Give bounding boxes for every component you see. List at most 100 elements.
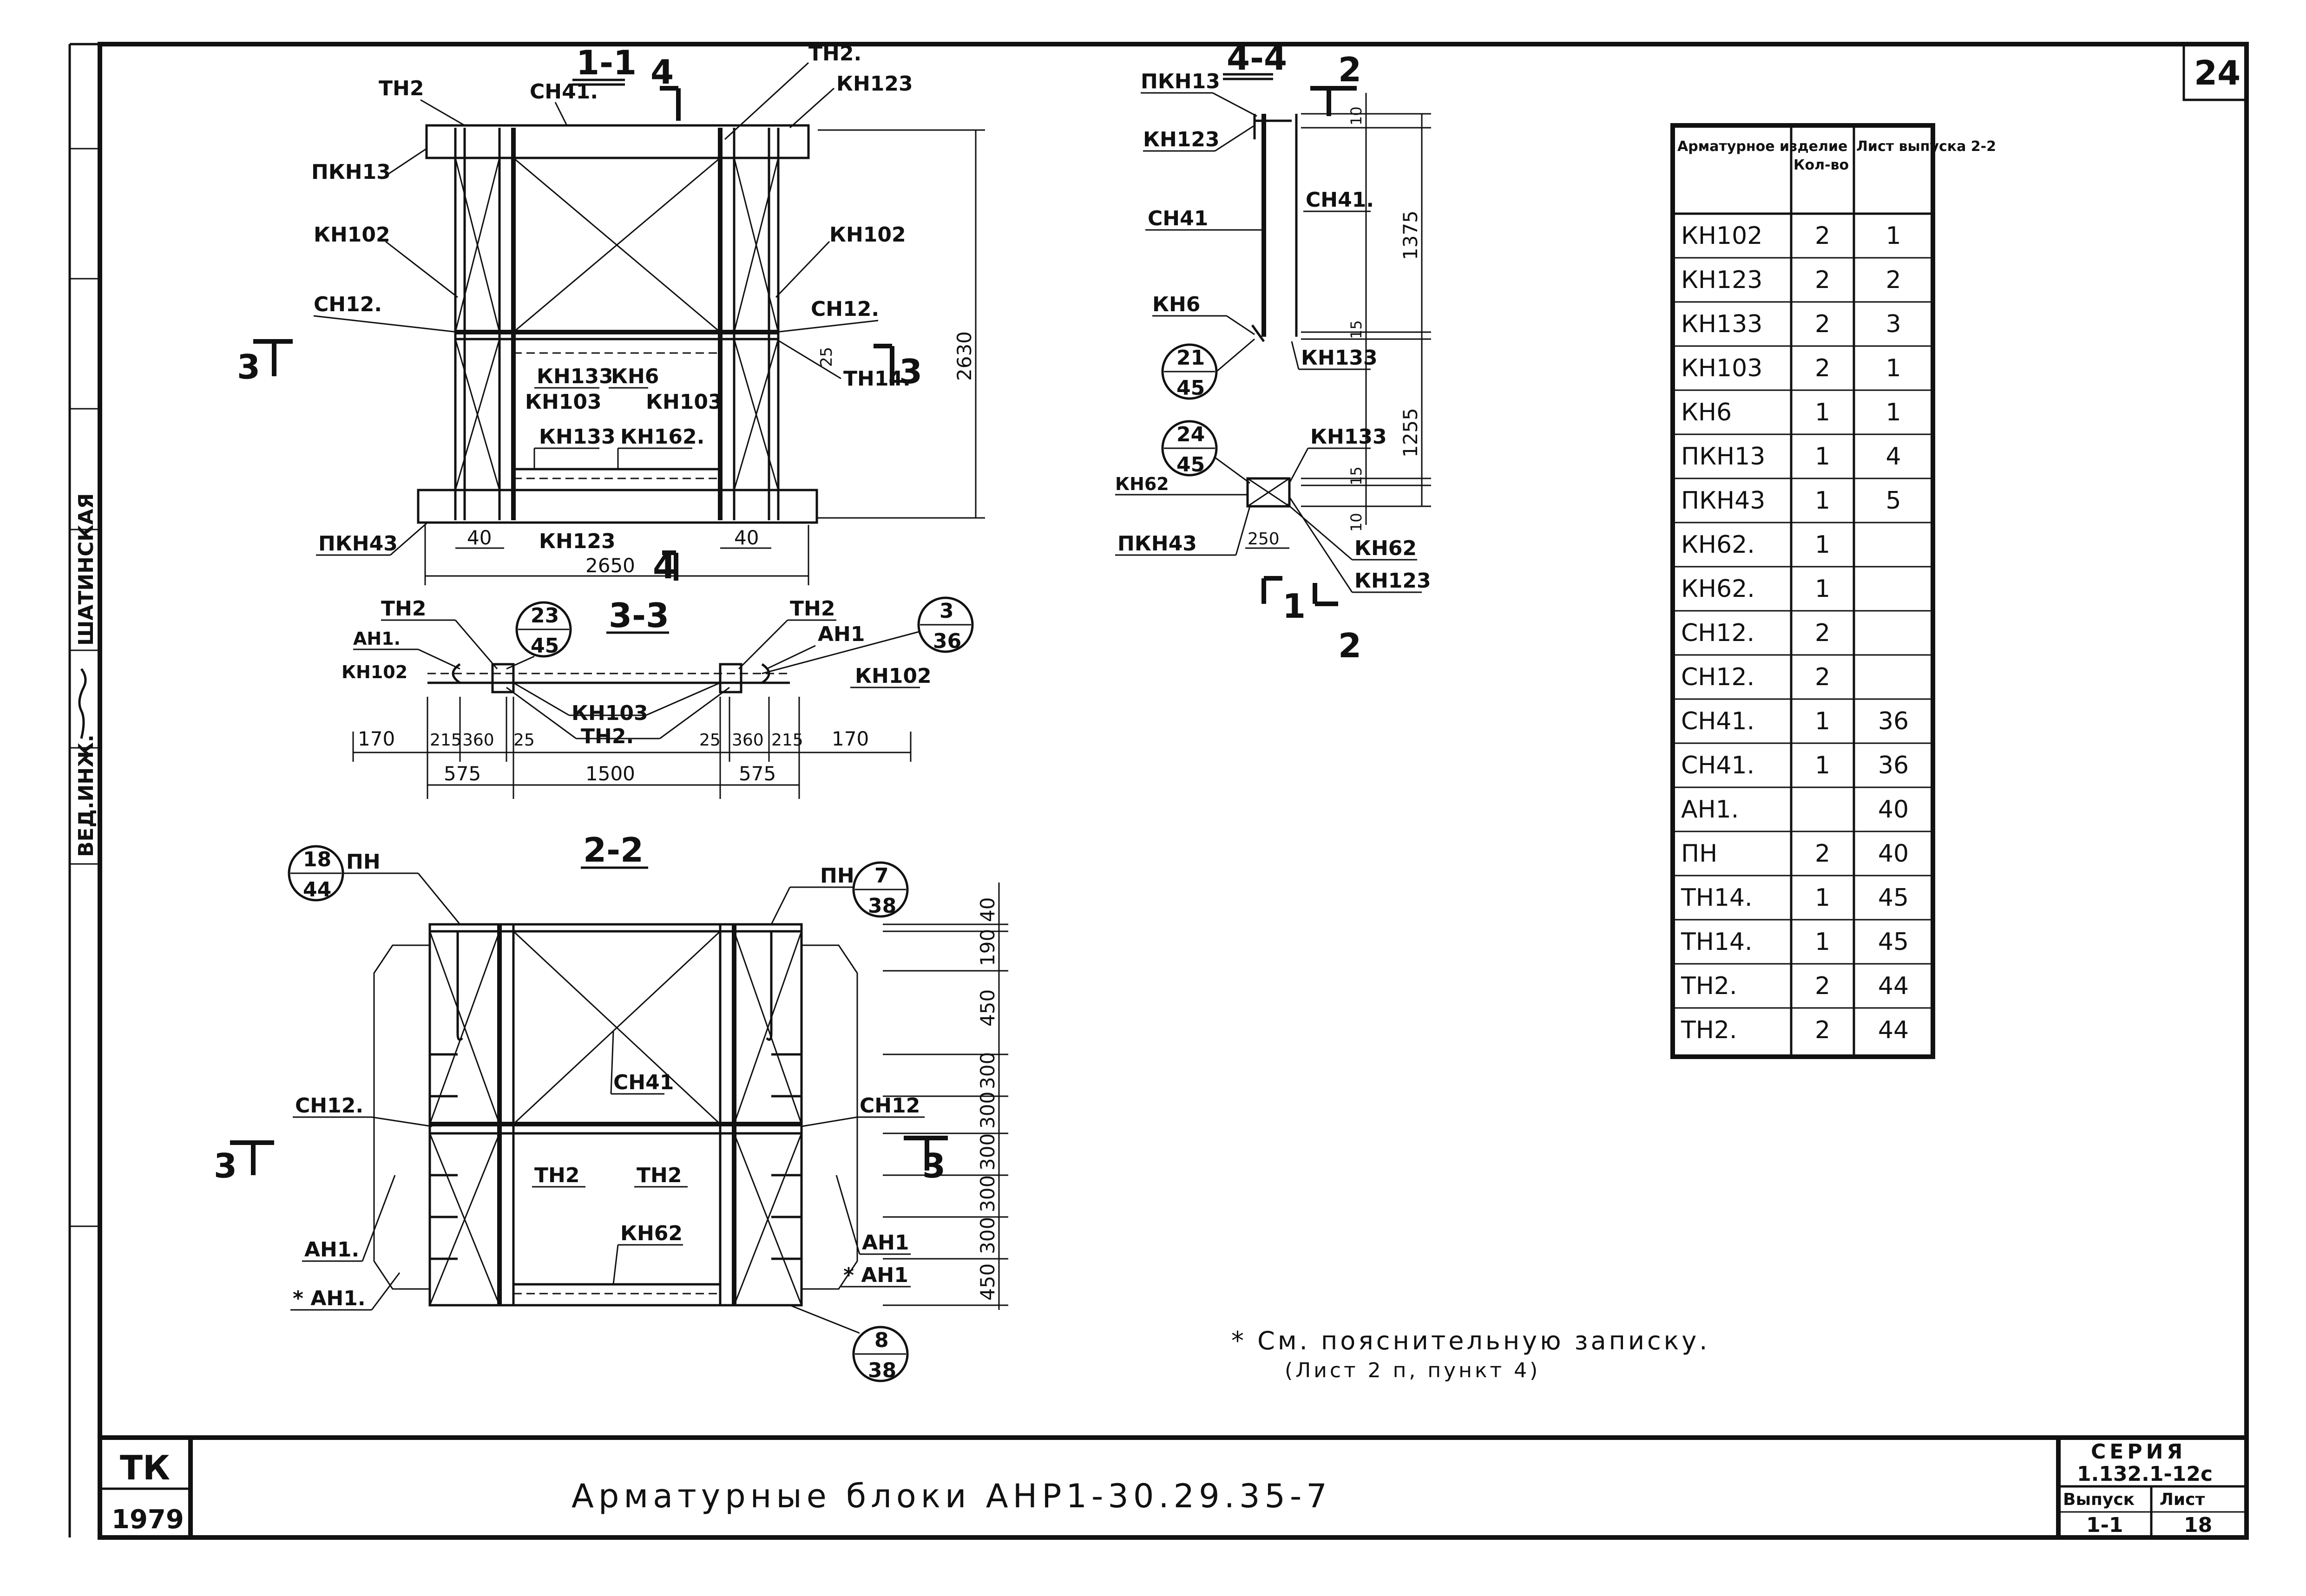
s33-dim-2: 360 bbox=[462, 731, 494, 750]
s11-label-th14: ТН14. bbox=[843, 367, 911, 391]
s11-label-kh123-top: КН123 bbox=[836, 72, 913, 96]
s33-dim-3: 25 bbox=[513, 731, 535, 750]
side-stamp: ВЕД.ИНЖ. ШАТИНСКАЯ bbox=[74, 493, 98, 857]
s44-label-pkh43: ПКН43 bbox=[1117, 532, 1197, 556]
spec-cell-qty: 2 bbox=[1815, 972, 1830, 1000]
top-mesh-pkh13 bbox=[425, 124, 810, 159]
spec-cell-sheet: 36 bbox=[1878, 707, 1909, 735]
s11-cut-3-left: 3 bbox=[237, 347, 260, 386]
s22-callout-3-top: 8 bbox=[874, 1328, 889, 1352]
spec-cell-qty: 1 bbox=[1815, 707, 1830, 735]
spec-cell-item: ПН bbox=[1681, 840, 1717, 868]
spec-cell-qty: 2 bbox=[1815, 1016, 1830, 1044]
s33-label-ah1-left: АН1. bbox=[353, 628, 401, 649]
specification-table: Арматурное изделие Кол-во Лист выпуска 2… bbox=[1670, 123, 1996, 1059]
spec-cell-sheet: 44 bbox=[1878, 1016, 1909, 1044]
s33-dim-7: 170 bbox=[832, 727, 869, 750]
s33-label-kh102-left: КН102 bbox=[342, 662, 407, 682]
s22-label-ah1-left: АН1. bbox=[304, 1238, 359, 1262]
s22-cut-3-left: 3 bbox=[214, 1146, 237, 1185]
org-code: ТК bbox=[120, 1448, 170, 1487]
s44-cut-2-bottom: 2 bbox=[1338, 626, 1361, 665]
spec-cell-sheet: 36 bbox=[1878, 752, 1909, 779]
s44-cut-1: 1 bbox=[1282, 587, 1306, 626]
s22-dim-0: 40 bbox=[976, 897, 999, 922]
s33-dim-5: 360 bbox=[732, 731, 764, 750]
s33-callout-23-45 bbox=[515, 601, 572, 658]
s33-dim2-0: 575 bbox=[444, 762, 481, 785]
s33-label-th2-left: ТН2 bbox=[381, 597, 426, 621]
title-block: ТК 1979 Арматурные блоки АНР1-30.29.35-7… bbox=[100, 1435, 2247, 1537]
spec-cell-item: КН62. bbox=[1681, 575, 1755, 603]
s22-label-ph-right: ПН bbox=[820, 864, 854, 888]
s44-label-ch41-right: СН41. bbox=[1306, 188, 1374, 212]
s33-callout-2-bottom: 36 bbox=[933, 629, 961, 653]
s11-cut-4-bottom: 4 bbox=[653, 547, 676, 586]
s11-label-kh103-right: КН103 bbox=[646, 390, 723, 414]
s44-dim-1255: 1255 bbox=[1399, 408, 1422, 458]
series-label: СЕРИЯ bbox=[2091, 1440, 2186, 1464]
s11-label-pkh43: ПКН43 bbox=[318, 532, 398, 556]
s33-label-th2-right: ТН2 bbox=[790, 597, 835, 621]
spec-cell-sheet: 1 bbox=[1886, 399, 1901, 426]
s22-callout-18-44 bbox=[288, 845, 344, 902]
s11-cut-3-right: 3 bbox=[899, 352, 922, 391]
s44-callout-24-45 bbox=[1161, 420, 1218, 477]
s44-label-pkh13: ПКН13 bbox=[1141, 70, 1220, 93]
spec-cell-qty: 2 bbox=[1815, 266, 1830, 294]
spec-cell-qty: 1 bbox=[1815, 884, 1830, 912]
s44-label-kh62-left: КН62 bbox=[1115, 474, 1169, 494]
s33-dim2-2: 575 bbox=[739, 762, 776, 785]
s44-dim-15-mid: 15 bbox=[1347, 320, 1365, 339]
s11-label-kh103-left: КН103 bbox=[525, 390, 602, 414]
page-number: 24 bbox=[2194, 53, 2240, 92]
spec-cell-item: КН102 bbox=[1681, 222, 1762, 250]
s44-label-kh133-low: КН133 bbox=[1310, 425, 1387, 449]
spec-cell-qty: 2 bbox=[1815, 619, 1830, 647]
s11-label-ch12-left: СН12. bbox=[314, 293, 382, 316]
s22-dim-7: 300 bbox=[976, 1217, 999, 1254]
spec-cell-sheet: 45 bbox=[1878, 928, 1909, 956]
spec-cell-sheet: 40 bbox=[1878, 796, 1909, 824]
s22-label-th2-a: ТН2 bbox=[534, 1164, 579, 1187]
s22-dim-5: 300 bbox=[976, 1133, 999, 1171]
s44-callout-2-bottom: 45 bbox=[1176, 453, 1205, 477]
s33-dim2-1: 1500 bbox=[585, 762, 635, 785]
bottom-mesh-pkh43 bbox=[417, 489, 818, 524]
s44-label-kh6: КН6 bbox=[1152, 293, 1200, 316]
s11-cut-4-top: 4 bbox=[650, 52, 674, 92]
s33-dim-1: 215 bbox=[430, 731, 462, 750]
spec-cell-qty: 1 bbox=[1815, 443, 1830, 471]
s22-label-ah1-right-star: * АН1 bbox=[843, 1263, 908, 1287]
s11-label-th2: ТН2 bbox=[379, 77, 424, 100]
spec-table-frame bbox=[1670, 123, 1935, 1059]
sheet-value: 18 bbox=[2184, 1513, 2212, 1537]
s22-dim-3: 300 bbox=[976, 1052, 999, 1089]
s22-callout-1-bottom: 44 bbox=[303, 878, 331, 902]
section-2-2-title: 2-2 bbox=[583, 831, 644, 870]
spec-cell-sheet: 4 bbox=[1886, 443, 1901, 471]
spec-cell-item: КН133 bbox=[1681, 310, 1762, 338]
s22-label-kh62: КН62 bbox=[620, 1222, 683, 1245]
spec-cell-qty: 1 bbox=[1815, 752, 1830, 779]
s11-dim-40-right: 40 bbox=[734, 526, 759, 549]
side-stamp-role: ВЕД.ИНЖ. bbox=[74, 734, 98, 857]
s33-dim-0: 170 bbox=[358, 727, 395, 750]
section-3-3-title: 3-3 bbox=[609, 596, 669, 635]
spec-cell-sheet: 45 bbox=[1878, 884, 1909, 912]
issue-label: Выпуск bbox=[2063, 1490, 2135, 1509]
s22-dim-2: 450 bbox=[976, 989, 999, 1027]
spec-cell-item: СН12. bbox=[1681, 663, 1754, 691]
section-3-3: 3-3 ТН2 АН1. КН102 КН103 ТН2. ТН2 АН1 КН… bbox=[342, 596, 974, 799]
s44-dim-10-bot: 10 bbox=[1347, 513, 1365, 532]
s44-label-kh62-right: КН62 bbox=[1354, 536, 1417, 560]
s22-label-th2-b: ТН2 bbox=[637, 1164, 682, 1187]
s33-label-ah1-right: АН1 bbox=[818, 622, 865, 646]
s44-cut-2-top: 2 bbox=[1338, 50, 1361, 89]
s11-dim-40-left: 40 bbox=[467, 526, 492, 549]
s44-callout-1-bottom: 45 bbox=[1176, 376, 1205, 400]
s44-label-kh123-bot: КН123 bbox=[1354, 569, 1431, 593]
section-4-4-title: 4-4 bbox=[1227, 39, 1287, 78]
